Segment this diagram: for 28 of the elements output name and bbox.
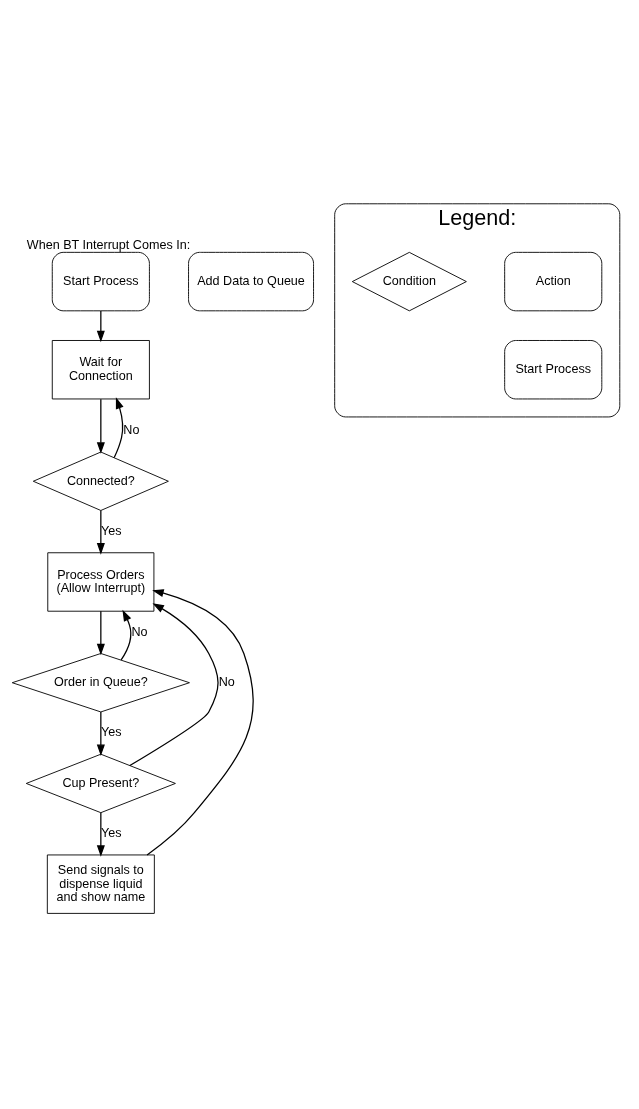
node-box: Send signals to dispense liquid and show name bbox=[46, 854, 155, 914]
edge-label: No bbox=[131, 624, 148, 639]
node-diamond: Cup Present? bbox=[25, 753, 176, 813]
node-box: Start Process bbox=[504, 339, 603, 399]
node-box: Wait for Connection bbox=[51, 339, 150, 399]
arrow bbox=[96, 398, 105, 454]
arrow bbox=[129, 602, 219, 766]
node-diamond: Connected? bbox=[32, 451, 169, 511]
edge-label: Yes bbox=[100, 825, 122, 840]
node-diamond: Order in Queue? bbox=[11, 652, 190, 712]
node-box: Add Data to Queue bbox=[188, 251, 314, 311]
arrow bbox=[113, 396, 124, 458]
edge-label: Yes bbox=[100, 724, 122, 739]
arrow bbox=[96, 610, 105, 655]
node-box: Action bbox=[504, 251, 603, 311]
node-label: When BT Interrupt Comes In: bbox=[26, 237, 191, 252]
node-box: Process Orders (Allow Interrupt) bbox=[47, 551, 155, 612]
edge-label: No bbox=[218, 674, 235, 689]
arrow bbox=[120, 609, 132, 660]
arrow bbox=[96, 710, 105, 756]
edge-label: No bbox=[123, 422, 140, 437]
arrow bbox=[96, 509, 105, 555]
node-box: Start Process bbox=[51, 251, 150, 311]
arrow bbox=[146, 588, 254, 856]
edge-label: Yes bbox=[100, 523, 122, 538]
arrow bbox=[96, 309, 105, 342]
arrow bbox=[96, 811, 105, 857]
node-diamond: Condition bbox=[351, 251, 467, 311]
